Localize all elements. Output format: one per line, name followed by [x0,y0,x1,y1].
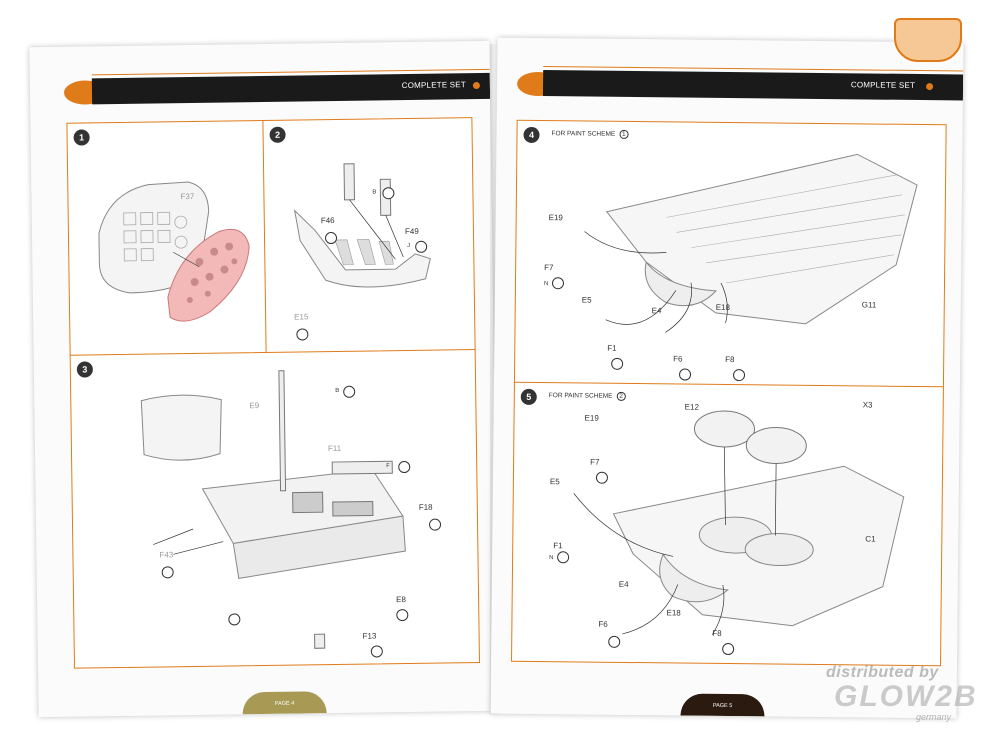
part-label: E19 [548,213,563,223]
glue-icon [608,635,621,648]
part-label: F7 [590,457,600,467]
part-label: F7 [544,263,554,273]
header-title: COMPLETE SET [401,80,466,91]
part-label: F13 [362,631,377,641]
part-label: F11 [327,443,342,454]
glue-icon [370,645,383,658]
part-marker: F [386,463,390,470]
header-dot-icon [472,81,480,90]
page-number: PAGE 4 [274,700,295,707]
right-page: COMPLETE SET 4 FOR PAINT SCHEME 1 [490,37,964,719]
part-label: F6 [598,619,608,629]
page-header: COMPLETE SET [91,72,491,105]
step-4-panel: 4 FOR PAINT SCHEME 1 E19 F7 E [513,119,947,389]
glue-icon [428,518,442,531]
fuselage-bottom-drawing [573,410,905,636]
page-number-tab: PAGE 4 [242,691,327,715]
part-label: G11 [861,300,877,310]
glue-icon [722,642,735,656]
glue-icon [161,566,174,579]
glue-icon [343,385,356,398]
part-label: X3 [862,400,873,410]
clear-prop-corner-logo [894,18,964,88]
part-label: F49 [404,226,419,237]
glue-icon [296,328,309,341]
page-number: PAGE 5 [712,702,733,710]
part-marker: B [372,189,377,196]
seat-floor-drawing [140,370,406,649]
glue-icon [557,551,570,564]
watermark-country: germany [916,712,952,722]
glue-icon [551,277,565,290]
step-1-panel: 1 F37 7 ? 8 [66,119,268,375]
part-label: E4 [618,579,629,589]
part-label: E5 [549,477,560,487]
part-label: F8 [712,628,722,638]
step-5-panel: 5 FOR PAINT SCHEME 2 E19 F7 E5 [511,381,944,667]
part-label: F18 [418,502,433,512]
glue-icon [678,368,692,381]
step-3-panel: 3 E9 F11 F18 F43 E8 F13 B F [69,349,480,669]
part-label: E5 [581,295,592,305]
part-label: E9 [249,401,260,411]
step-2-panel: 2 F46 F49 E15 B J [262,117,476,354]
instrument-panel-drawing [98,181,250,322]
part-label: E8 [396,595,406,605]
part-marker: N [549,555,554,562]
part-label: F8 [725,354,735,365]
part-label: F37 [180,191,195,202]
glue-icon [732,369,746,382]
part-marker: N [543,281,549,288]
part-label: E15 [294,312,309,322]
part-label: F6 [673,354,683,364]
part-label: E4 [651,306,662,316]
fuselage-bottom-drawing [584,153,918,333]
logo-shield-icon [894,18,962,62]
glue-icon [611,357,624,370]
glue-icon [595,471,609,484]
glue-icon [324,231,338,245]
glue-icon [228,613,241,626]
part-label: E19 [584,413,599,423]
part-label: F1 [553,541,563,551]
page-number-tab: PAGE 5 [680,693,765,717]
glue-icon [398,460,411,474]
part-label: E18 [666,608,681,618]
left-page: COMPLETE SET 1 [29,40,499,718]
part-label: C1 [865,534,876,544]
watermark-brand: GLOW2B [834,680,978,713]
glue-icon [396,609,409,622]
part-label: F1 [607,343,617,353]
part-marker: B [335,387,340,395]
watermark-distributed: distributed by [826,664,939,681]
part-label: E18 [715,302,731,313]
part-label: E12 [684,402,699,412]
part-label: F43 [159,550,174,560]
part-label: F46 [320,215,335,226]
part-marker: J [407,242,411,249]
